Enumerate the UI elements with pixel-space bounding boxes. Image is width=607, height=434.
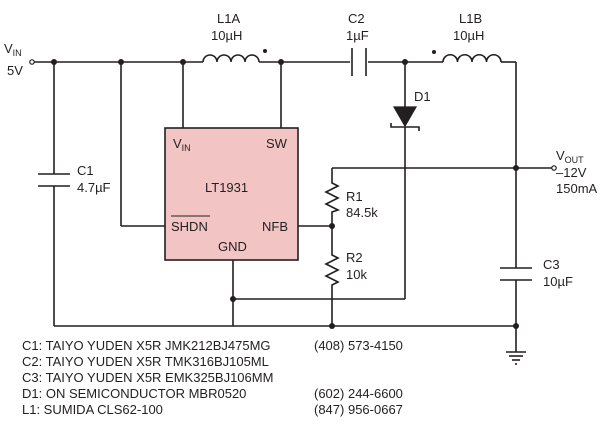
bom-row: C3: TAIYO YUDEN X5R EMK325BJ106MM	[22, 370, 273, 386]
ic-pin-gnd: GND	[218, 239, 247, 254]
l1b-ref: L1B	[459, 11, 482, 26]
c2-ref: C2	[348, 11, 365, 26]
c2-value: 1µF	[346, 28, 369, 43]
bom-part: C3: TAIYO YUDEN X5R EMK325BJ106MM	[22, 370, 274, 385]
r2-value: 10k	[346, 267, 367, 282]
c1-ref: C1	[77, 163, 94, 178]
r2-ref: R2	[346, 250, 363, 265]
c3-ref: C3	[543, 257, 560, 272]
l1b-value: 10µH	[453, 28, 484, 43]
capacitor-c1	[38, 173, 70, 187]
vin-label: VIN	[4, 41, 22, 58]
vout-label: VOUT	[556, 148, 584, 165]
inductor-l1b	[442, 54, 502, 63]
vin-value: 5V	[7, 63, 23, 78]
c3-value: 10µF	[543, 274, 573, 289]
vout-voltage: –12V	[556, 165, 587, 180]
bill-of-materials: C1: TAIYO YUDEN X5R JMK212BJ475MG (408) 5…	[22, 338, 403, 418]
diode-d1	[390, 106, 420, 131]
r1-value: 84.5k	[346, 205, 378, 220]
ic-name: LT1931	[205, 180, 248, 195]
vout-current: 150mA	[556, 181, 598, 196]
l1a-ref: L1A	[217, 11, 240, 26]
bom-phone: (847) 956-0667	[314, 402, 403, 417]
l1a-value: 10µH	[211, 28, 242, 43]
vin-terminal	[29, 59, 35, 65]
r1-ref: R1	[346, 189, 363, 204]
vout-terminal	[551, 165, 557, 171]
bom-row: C1: TAIYO YUDEN X5R JMK212BJ475MG (408) 5…	[22, 338, 403, 354]
ic-pin-vin: VIN	[173, 136, 191, 153]
l1a-polarity-dot	[263, 49, 267, 53]
bom-part: C1: TAIYO YUDEN X5R JMK212BJ475MG	[22, 338, 271, 353]
junction-dots	[51, 59, 519, 329]
bom-part: C2: TAIYO YUDEN X5R TMK316BJ105ML	[22, 354, 269, 369]
bom-part: D1: ON SEMICONDUCTOR MBR0520	[22, 386, 247, 401]
bom-phone: (602) 244-6600	[314, 386, 403, 401]
ic-pin-shdn: SHDN	[171, 219, 208, 234]
ic-lt1931	[164, 127, 299, 261]
ic-pin-sw: SW	[266, 136, 288, 151]
bom-row: L1: SUMIDA CLS62-100 (847) 956-0667	[22, 402, 403, 418]
l1b-polarity-dot	[432, 50, 436, 54]
capacitor-c3	[500, 267, 532, 281]
resistor-r1	[324, 180, 341, 214]
c1-value: 4.7µF	[77, 180, 111, 195]
bom-phone: (408) 573-4150	[314, 338, 403, 353]
wires	[34, 61, 552, 365]
bom-row: D1: ON SEMICONDUCTOR MBR0520 (602) 244-66…	[22, 386, 403, 402]
inductor-l1a	[202, 54, 260, 63]
d1-ref: D1	[414, 89, 431, 104]
bom-row: C2: TAIYO YUDEN X5R TMK316BJ105ML	[22, 354, 273, 370]
ic-pin-nfb: NFB	[262, 219, 288, 234]
bom-part: L1: SUMIDA CLS62-100	[22, 402, 163, 417]
capacitor-c2	[351, 48, 367, 76]
resistor-r2	[324, 252, 340, 288]
